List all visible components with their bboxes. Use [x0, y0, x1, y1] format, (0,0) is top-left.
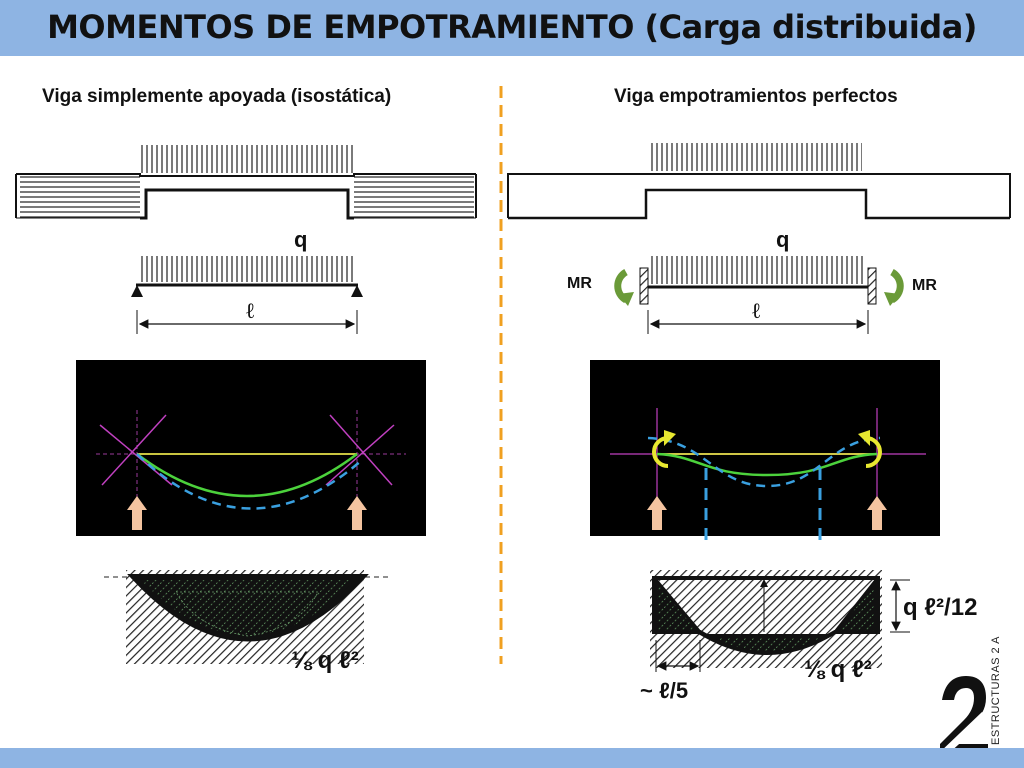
- footer-bar: [0, 748, 1024, 768]
- right-reaction-moment-left: MR: [567, 275, 592, 292]
- left-span-label: ℓ: [246, 298, 255, 324]
- left-moment-label: ⅛ q ℓ²: [291, 647, 359, 674]
- right-reaction-moment-right: MR: [912, 277, 937, 294]
- logo-mark: [938, 676, 988, 754]
- right-subtitle: Viga empotramientos perfectos: [614, 86, 898, 107]
- left-load-label: q: [294, 227, 308, 252]
- right-span-moment-label: ⅛ q ℓ²: [804, 656, 872, 683]
- left-moment-diagram: [104, 570, 390, 664]
- left-subtitle: Viga simplemente apoyada (isostática): [42, 86, 392, 107]
- right-deflection-panel: [590, 360, 940, 546]
- left-simple-beam: [131, 256, 363, 334]
- right-moment-diagram: [650, 570, 910, 672]
- page-title: MOMENTOS DE EMPOTRAMIENTO (Carga distrib…: [47, 8, 977, 46]
- right-end-moment-label: q ℓ²/12: [903, 594, 978, 621]
- right-load-label: q: [776, 227, 790, 252]
- right-inflection-label: ~ ℓ/5: [640, 678, 689, 703]
- left-deflection-panel: [76, 360, 426, 536]
- right-span-label: ℓ: [752, 298, 761, 324]
- right-fixed-beam: [614, 256, 904, 334]
- right-frame-drawing: [507, 143, 1011, 220]
- header-bar: [0, 0, 1024, 56]
- left-frame-drawing: [15, 145, 477, 220]
- logo-text: ESTRUCTURAS 2 A: [990, 636, 1002, 745]
